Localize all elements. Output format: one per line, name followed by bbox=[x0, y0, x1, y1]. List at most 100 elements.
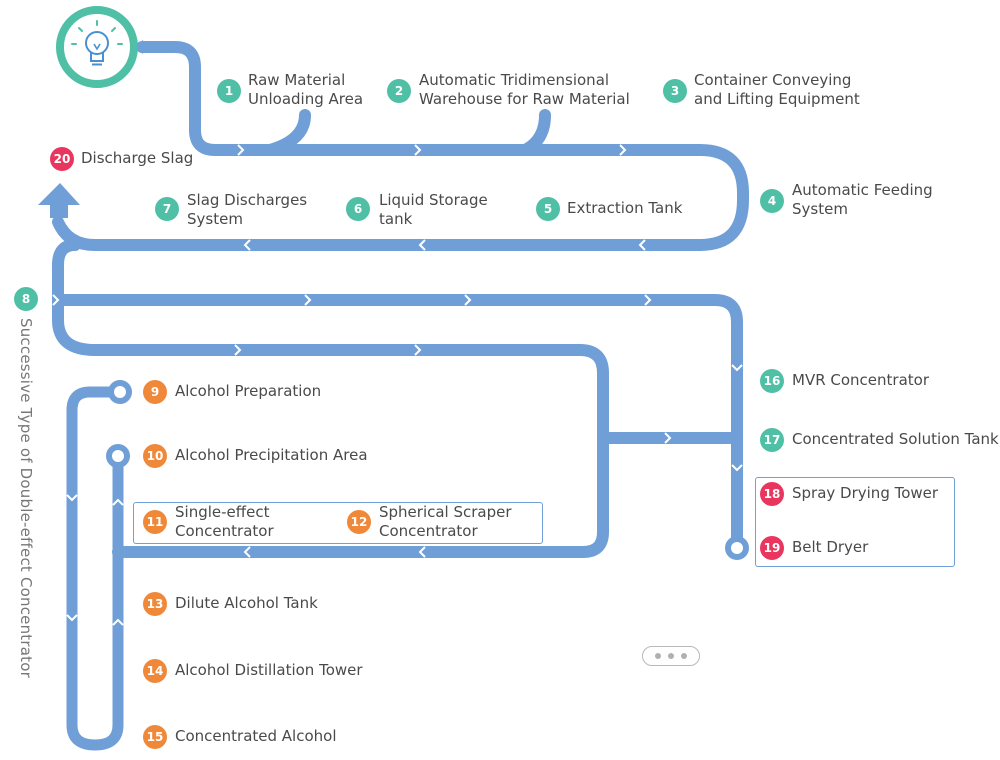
vertical-label: Successive Type of Double-effect Concent… bbox=[17, 318, 35, 678]
flow-chevron-right bbox=[464, 294, 472, 306]
step-label-20: Discharge Slag bbox=[81, 149, 193, 168]
step-label-line: Spherical Scraper bbox=[379, 503, 512, 521]
step-badge-4: 4 bbox=[760, 189, 784, 213]
step-label-line: Unloading Area bbox=[248, 90, 364, 108]
flow-chevron-right bbox=[52, 294, 60, 306]
step-label-line: Concentrator bbox=[175, 522, 274, 540]
step-label-16: MVR Concentrator bbox=[792, 371, 929, 390]
step-label-13: Dilute Alcohol Tank bbox=[175, 594, 318, 613]
equipment-box-concentrators bbox=[133, 502, 543, 544]
step-label-line: Raw Material bbox=[248, 71, 346, 89]
step-label-line: Automatic Feeding bbox=[792, 181, 933, 199]
step-label-17: Concentrated Solution Tank bbox=[792, 430, 999, 449]
step-label-line: Belt Dryer bbox=[792, 538, 869, 556]
step-badge-11: 11 bbox=[143, 510, 167, 534]
flow-chevron-down bbox=[66, 614, 78, 622]
dot bbox=[681, 653, 687, 659]
step-label-line: Discharge Slag bbox=[81, 149, 194, 167]
vertical-section-title: Successive Type of Double-effect Concent… bbox=[17, 318, 37, 678]
alcohol-pipe bbox=[66, 386, 126, 751]
step-label-9: Alcohol Preparation bbox=[175, 382, 321, 401]
step-badge-18: 18 bbox=[760, 482, 784, 506]
more-button[interactable] bbox=[642, 646, 700, 666]
step-label-18: Spray Drying Tower bbox=[792, 484, 938, 503]
step-badge-1: 1 bbox=[217, 79, 241, 103]
step-badge-2: 2 bbox=[387, 79, 411, 103]
step-label-line: System bbox=[187, 210, 243, 228]
step-badge-10: 10 bbox=[143, 444, 167, 468]
step-label-line: Alcohol Precipitation Area bbox=[175, 446, 368, 464]
lightbulb-icon bbox=[56, 6, 138, 88]
step-label-line: Dilute Alcohol Tank bbox=[175, 594, 318, 612]
step-label-line: tank bbox=[379, 210, 413, 228]
alcohol-preparation-endpoint bbox=[108, 380, 132, 404]
branch-pipe-1 bbox=[264, 109, 311, 156]
step-label-15: Concentrated Alcohol bbox=[175, 727, 336, 746]
step-label-line: Extraction Tank bbox=[567, 199, 683, 217]
step-badge-7: 7 bbox=[155, 197, 179, 221]
discharge-slag-arrow bbox=[38, 183, 80, 218]
flow-chevron-left bbox=[418, 239, 426, 251]
flow-chevron-down bbox=[731, 364, 743, 372]
flow-chevron-down bbox=[731, 464, 743, 472]
step-badge-6: 6 bbox=[346, 197, 370, 221]
main-pipe-upper bbox=[52, 41, 749, 251]
main-pipe-lower bbox=[52, 239, 609, 558]
flow-chevron-right bbox=[644, 294, 652, 306]
step-label-line: Concentrated Alcohol bbox=[175, 727, 337, 745]
flow-chevron-left bbox=[638, 239, 646, 251]
step-label-line: Single-effect bbox=[175, 503, 270, 521]
step-label-line: Concentrator bbox=[379, 522, 478, 540]
step-label-19: Belt Dryer bbox=[792, 538, 868, 557]
flow-chevron-right bbox=[304, 294, 312, 306]
flow-chevron-left bbox=[243, 546, 251, 558]
step-label-14: Alcohol Distillation Tower bbox=[175, 661, 363, 680]
step-badge-17: 17 bbox=[760, 428, 784, 452]
step-label-5: Extraction Tank bbox=[567, 199, 682, 218]
step-label-line: Automatic Tridimensional bbox=[419, 71, 610, 89]
step-label-line: System bbox=[792, 200, 848, 218]
step-label-line: Warehouse for Raw Material bbox=[419, 90, 630, 108]
more-dots-icon bbox=[655, 653, 661, 659]
step-label-line: Alcohol Distillation Tower bbox=[175, 661, 363, 679]
step-badge-9: 9 bbox=[143, 380, 167, 404]
flow-chevron-right bbox=[237, 144, 245, 156]
belt-dryer-endpoint bbox=[725, 536, 749, 560]
step-label-line: and Lifting Equipment bbox=[694, 90, 860, 108]
step-badge-3: 3 bbox=[663, 79, 687, 103]
flow-chevron-right bbox=[664, 432, 672, 444]
mvr-pipe bbox=[52, 294, 743, 554]
step-badge-8: 8 bbox=[14, 287, 38, 311]
start-arrow bbox=[142, 40, 152, 54]
flow-chevron-up bbox=[112, 618, 124, 626]
step-badge-15: 15 bbox=[143, 725, 167, 749]
alcohol-precipitation-endpoint bbox=[106, 444, 130, 468]
flow-chevron-down bbox=[66, 494, 78, 502]
step-label-line: Container Conveying bbox=[694, 71, 852, 89]
step-label-line: Slag Discharges bbox=[187, 191, 308, 209]
step-badge-13: 13 bbox=[143, 592, 167, 616]
flow-chevron-left bbox=[418, 546, 426, 558]
step-label-line: Alcohol Preparation bbox=[175, 382, 322, 400]
flow-chevron-right bbox=[414, 344, 422, 356]
step-label-line: Spray Drying Tower bbox=[792, 484, 939, 502]
step-label-line: MVR Concentrator bbox=[792, 371, 929, 389]
flow-chevron-right bbox=[414, 144, 422, 156]
step-badge-19: 19 bbox=[760, 536, 784, 560]
step-badge-5: 5 bbox=[536, 197, 560, 221]
step-badge-12: 12 bbox=[347, 510, 371, 534]
flow-chevron-right bbox=[619, 144, 627, 156]
branch-pipe-2 bbox=[519, 109, 551, 156]
step-badge-16: 16 bbox=[760, 369, 784, 393]
step-badge-14: 14 bbox=[143, 659, 167, 683]
equipment-box-dryers bbox=[755, 477, 955, 567]
flow-chevron-right bbox=[234, 344, 242, 356]
